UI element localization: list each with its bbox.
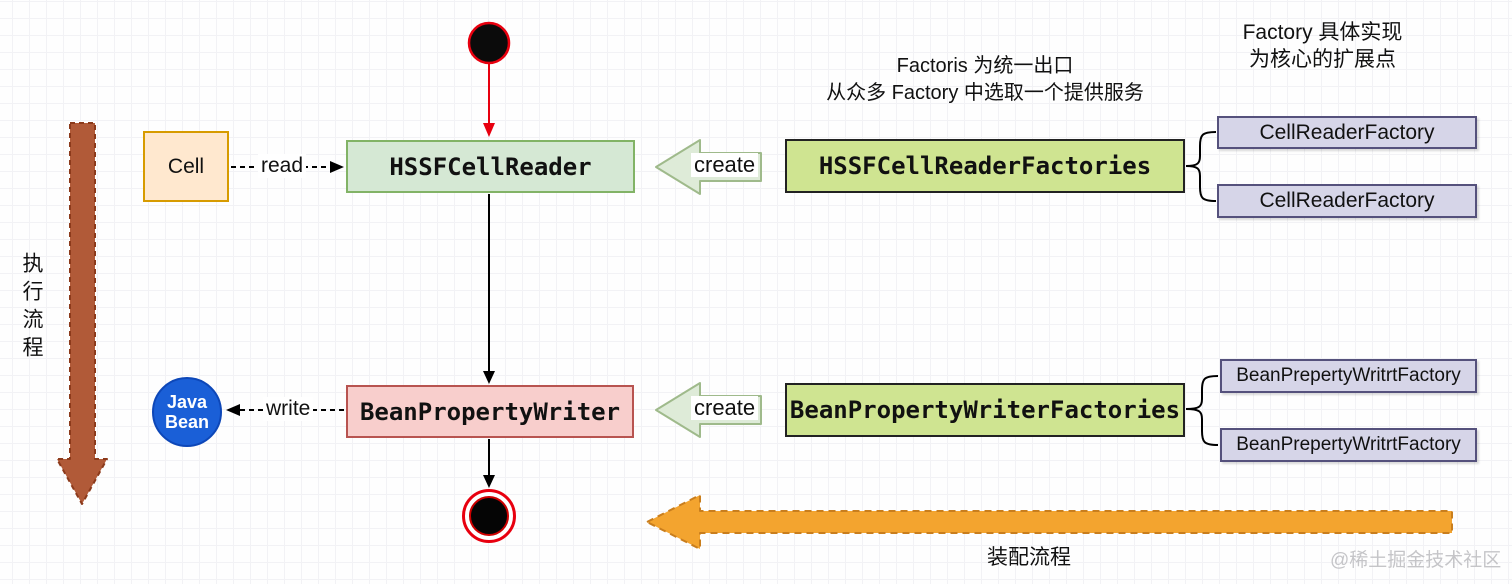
factoris-note: Factoris 为统一出口 从众多 Factory 中选取一个提供服务 [795, 53, 1175, 107]
bean-preperty-writrt-factory-label-2: BeanPrepertyWritrtFactory [1236, 434, 1461, 455]
hssf-cell-reader-label: HSSFCellReader [389, 152, 592, 181]
hssf-cell-reader-factories-label: HSSFCellReaderFactories [818, 152, 1152, 180]
cell-reader-factory-node-1: CellReaderFactory [1217, 116, 1477, 149]
create-edge-label-top: create [691, 153, 759, 177]
factory-note-line2: 为核心的扩展点 [1249, 48, 1396, 71]
write-arrow-head [226, 404, 240, 416]
cell-reader-factory-label-2: CellReaderFactory [1259, 189, 1435, 212]
cell-node-label: Cell [167, 154, 205, 178]
java-bean-label-line2: Bean [164, 412, 209, 432]
write-edge-label: write [263, 397, 314, 421]
bean-property-writer-label: BeanPropertyWriter [359, 397, 621, 426]
assembly-flow-label: 装配流程 [987, 546, 1071, 569]
reader-to-writer-arrow-head [483, 371, 495, 384]
bean-preperty-writrt-factory-label-1: BeanPrepertyWritrtFactory [1236, 365, 1461, 386]
brace-top [1185, 131, 1217, 202]
end-node [469, 496, 509, 536]
factory-note: Factory 具体实现 为核心的扩展点 [1205, 19, 1440, 73]
writer-to-end-arrow-head [483, 475, 495, 488]
bean-property-writer-factories-label: BeanPropertyWriterFactories [789, 396, 1181, 424]
execution-flow-label: 执行流程 [20, 252, 43, 364]
assembly-flow-arrow [646, 494, 1453, 550]
factoris-note-line1: Factoris 为统一出口 [896, 55, 1074, 77]
java-bean-node: Java Bean [152, 377, 222, 447]
brace-bottom [1185, 375, 1219, 446]
hssf-cell-reader-factories-node: HSSFCellReaderFactories [785, 139, 1185, 193]
factoris-note-line2: 从众多 Factory 中选取一个提供服务 [826, 82, 1144, 104]
bean-preperty-writrt-factory-node-2: BeanPrepertyWritrtFactory [1220, 428, 1477, 462]
execution-flow-arrow [56, 122, 108, 505]
create-edge-label-bottom: create [691, 396, 759, 420]
cell-node: Cell [143, 131, 229, 202]
start-node [467, 21, 511, 65]
start-arrow-head [483, 123, 495, 137]
watermark: @稀土掘金技术社区 [1330, 550, 1502, 571]
factory-note-line1: Factory 具体实现 [1242, 21, 1403, 44]
read-edge-label: read [258, 154, 307, 178]
bean-preperty-writrt-factory-node-1: BeanPrepertyWritrtFactory [1220, 359, 1477, 393]
cell-reader-factory-label-1: CellReaderFactory [1259, 120, 1435, 144]
bean-property-writer-factories-node: BeanPropertyWriterFactories [785, 383, 1185, 437]
read-arrow-head [330, 161, 344, 173]
hssf-cell-reader-node: HSSFCellReader [346, 140, 635, 193]
bean-property-writer-node: BeanPropertyWriter [346, 385, 634, 438]
cell-reader-factory-node-2: CellReaderFactory [1217, 184, 1477, 218]
java-bean-label-line1: Java [166, 392, 208, 412]
